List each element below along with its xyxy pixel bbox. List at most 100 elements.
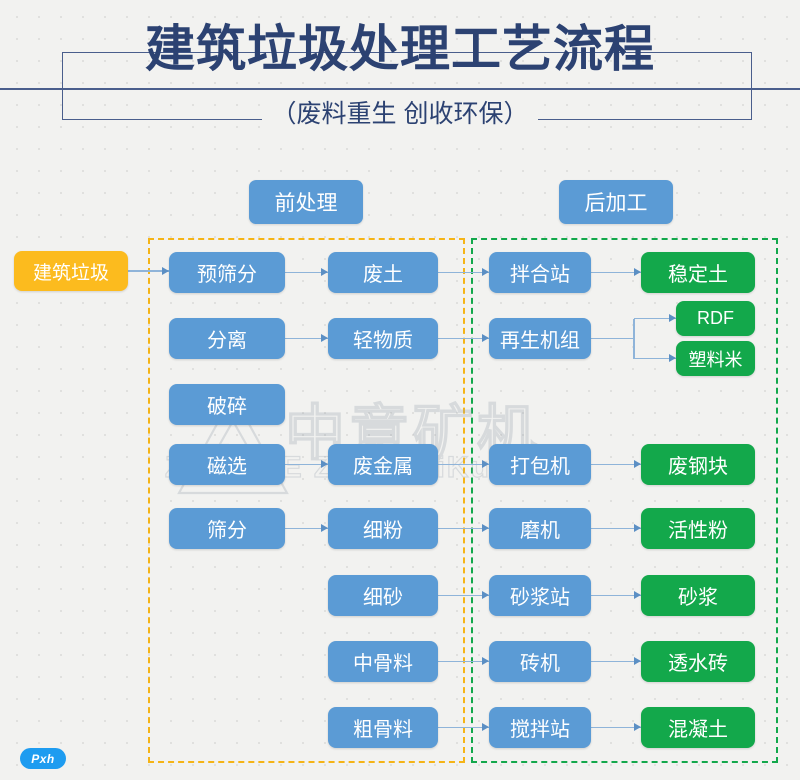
stage-label-pre-processing[interactable]: 前处理 [249, 180, 363, 224]
node-label: 砂浆 [678, 587, 718, 609]
connector-line [438, 271, 489, 274]
zone-pre-processing [148, 238, 465, 763]
node-e9808fe6b0b4e7a096[interactable]: 透水砖 [641, 641, 755, 682]
connector-line [438, 660, 489, 663]
arrow-head-icon [634, 657, 641, 665]
node-e5868de7949fe69cbae7bb84[interactable]: 再生机组 [489, 318, 591, 359]
arrow-head-icon [321, 268, 328, 276]
node-label: 稳定土 [668, 264, 728, 286]
node-label: 轻物质 [353, 330, 413, 352]
node-label: 建筑垃圾 [32, 262, 109, 284]
connector-line [438, 594, 489, 597]
node-e6b4bbe680a7e7b289[interactable]: 活性粉 [641, 508, 755, 549]
node-e7b297e9aaa8e69699[interactable]: 粗骨料 [328, 707, 438, 748]
node-label: 混凝土 [668, 719, 728, 741]
connector-line [591, 726, 641, 729]
node-e58886e7a6bb[interactable]: 分离 [169, 318, 285, 359]
node-label: 废土 [363, 264, 403, 286]
header-rule [0, 88, 800, 90]
node-label: 砂浆站 [510, 587, 570, 609]
node-e69085e68b8ce7ab99[interactable]: 搅拌站 [489, 707, 591, 748]
node-e4b8ade9aaa8e69699[interactable]: 中骨料 [328, 641, 438, 682]
connector-line [591, 337, 634, 340]
node-label: 塑料米 [688, 349, 743, 370]
connector-line [591, 271, 641, 274]
corner-badge: Pxh [20, 748, 66, 769]
arrow-head-icon [634, 591, 641, 599]
connector-line [438, 463, 489, 466]
node-label: 磁选 [207, 456, 247, 478]
arrow-head-icon [482, 591, 489, 599]
arrow-head-icon [634, 460, 641, 468]
node-label: 搅拌站 [510, 719, 570, 741]
connector-line [285, 271, 328, 274]
node-e68b8ce59088e7ab99[interactable]: 拌合站 [489, 252, 591, 293]
node-e6b7b7e5879de59c9f[interactable]: 混凝土 [641, 707, 755, 748]
node-e7bb86e7b289[interactable]: 细粉 [328, 508, 438, 549]
connector-line [591, 527, 641, 530]
connector-line [285, 463, 328, 466]
node-label: 透水砖 [668, 653, 728, 675]
node-label: 中骨料 [353, 653, 413, 675]
node-e5ba9fe59c9f[interactable]: 废土 [328, 252, 438, 293]
connector-line [285, 527, 328, 530]
node-e5ba9fe992a2e59d97[interactable]: 废钢块 [641, 444, 755, 485]
connector-line [634, 317, 676, 320]
arrow-head-icon [634, 723, 641, 731]
node-e9a284e7ad9be58886[interactable]: 预筛分 [169, 252, 285, 293]
node-label: 拌合站 [510, 264, 570, 286]
connector-line [285, 337, 328, 340]
connector-line [438, 726, 489, 729]
connector-line [591, 594, 641, 597]
node-label: 筛分 [207, 520, 247, 542]
node-label: 磨机 [520, 520, 560, 542]
stage-label-post-processing[interactable]: 后加工 [559, 180, 673, 224]
node-e5a191e69699e7b1b3[interactable]: 塑料米 [676, 341, 755, 376]
node-e5bbbae7ad91e59e83e59cbe[interactable]: 建筑垃圾 [14, 251, 128, 291]
arrow-head-icon [482, 723, 489, 731]
arrow-head-icon [321, 334, 328, 342]
node-e7a8b3e5ae9ae59c9f[interactable]: 稳定土 [641, 252, 755, 293]
node-e7bb86e7a082[interactable]: 细砂 [328, 575, 438, 616]
node-e68993e58c85e69cba[interactable]: 打包机 [489, 444, 591, 485]
node-e7a082e6b586e7ab99[interactable]: 砂浆站 [489, 575, 591, 616]
connector-line [591, 463, 641, 466]
node-rdf[interactable]: RDF [676, 301, 755, 336]
connector-line [128, 270, 169, 272]
node-e8bdbbe789a9e8b4a8[interactable]: 轻物质 [328, 318, 438, 359]
page-subtitle: （废料重生 创收环保） [0, 96, 800, 132]
node-label: 废金属 [353, 456, 413, 478]
page-title: 建筑垃圾处理工艺流程 [145, 21, 655, 77]
arrow-head-icon [634, 524, 641, 532]
connector-line [634, 357, 676, 360]
node-e7ad9be58886[interactable]: 筛分 [169, 508, 285, 549]
connector-line [591, 660, 641, 663]
arrow-head-icon [669, 314, 676, 322]
node-label: 破碎 [207, 396, 247, 418]
arrow-head-icon [669, 354, 676, 362]
node-label: 粗骨料 [353, 719, 413, 741]
node-e7a0b4e7a28e[interactable]: 破碎 [169, 384, 285, 425]
node-e7a381e98089[interactable]: 磁选 [169, 444, 285, 485]
node-label: 预筛分 [197, 264, 257, 286]
node-label: 废钢块 [668, 456, 728, 478]
node-label: 细砂 [363, 587, 403, 609]
node-label: 打包机 [510, 456, 570, 478]
connector-line [438, 527, 489, 530]
node-label: 砖机 [520, 653, 560, 675]
page-subtitle-text: （废料重生 创收环保） [261, 100, 539, 128]
arrow-head-icon [321, 524, 328, 532]
arrow-head-icon [482, 268, 489, 276]
node-label: RDF [697, 308, 734, 328]
arrow-head-icon [321, 460, 328, 468]
node-e7a096e69cba[interactable]: 砖机 [489, 641, 591, 682]
node-e7a082e6b586[interactable]: 砂浆 [641, 575, 755, 616]
node-e7a3a8e69cba[interactable]: 磨机 [489, 508, 591, 549]
arrow-head-icon [162, 266, 169, 275]
node-e5ba9fe98791e5b19e[interactable]: 废金属 [328, 444, 438, 485]
node-label: 细粉 [363, 520, 403, 542]
connector-line [633, 318, 635, 359]
arrow-head-icon [634, 268, 641, 276]
node-label: 分离 [207, 330, 247, 352]
